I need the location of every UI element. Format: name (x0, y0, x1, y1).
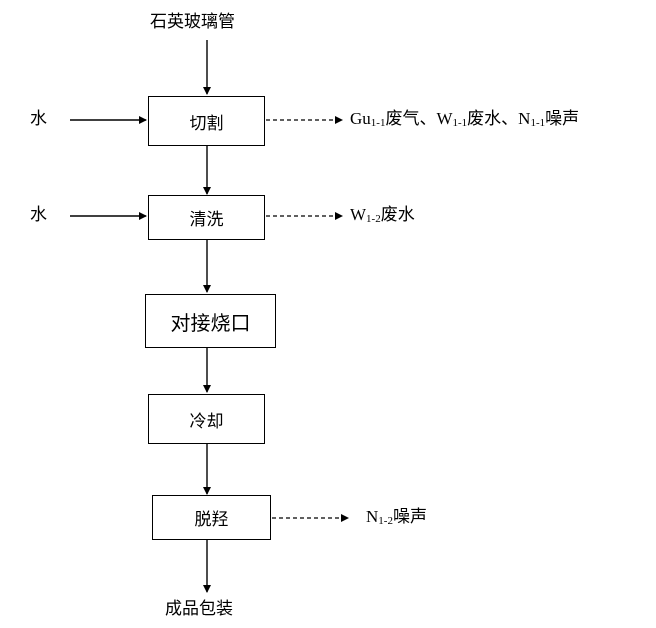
emissions-cut: Gu1-1废气、W1-1废水、N1-1噪声 (350, 109, 579, 133)
water-input-label: 水 (30, 205, 47, 225)
step-butt-flame: 对接烧口 (145, 294, 276, 348)
emission-item: Gu1-1废气、 (350, 109, 437, 129)
final-product-label: 成品包装 (165, 599, 233, 619)
emission-item: W1-1废水、 (436, 109, 519, 129)
water-input-label: 水 (30, 109, 47, 129)
step-dehydroxylation: 脱羟 (152, 495, 271, 540)
step-cut: 切割 (148, 96, 265, 146)
step-cooling: 冷却 (148, 394, 265, 444)
step-wash: 清洗 (148, 195, 265, 240)
emission-item: N1-2噪声 (366, 507, 427, 527)
emission-item: N1-1噪声 (518, 109, 580, 129)
input-quartz-tube: 石英玻璃管 (150, 12, 235, 32)
emissions-wash: W1-2废水 (350, 205, 415, 229)
emission-item: W1-2废水 (350, 205, 415, 225)
emissions-dehydroxylation: N1-2噪声 (366, 507, 427, 531)
